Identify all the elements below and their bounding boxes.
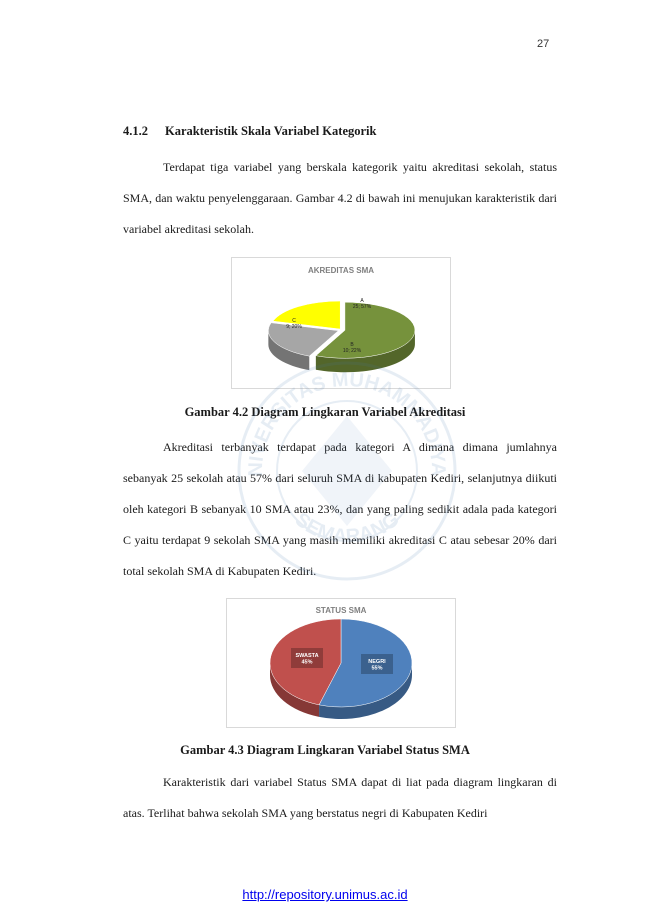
- repository-link[interactable]: http://repository.unimus.ac.id: [242, 887, 408, 902]
- paragraph-intro-text: Terdapat tiga variabel yang berskala kat…: [123, 160, 557, 236]
- pie-slice-side: [268, 330, 310, 371]
- section-number: 4.1.2: [123, 124, 148, 138]
- data-label-box: [291, 648, 323, 668]
- paragraph-status: Karakteristik dari variabel Status SMA d…: [123, 767, 557, 829]
- figure-caption-4-2: Gambar 4.2 Diagram Lingkaran Variabel Ak…: [184, 405, 466, 419]
- paragraph-status-text: Karakteristik dari variabel Status SMA d…: [123, 775, 557, 820]
- pie-slice-b: [268, 322, 339, 357]
- figure-caption-4-3: Gambar 4.3 Diagram Lingkaran Variabel St…: [180, 743, 470, 757]
- page-number: 27: [537, 38, 550, 50]
- pie-slice-side: [319, 663, 412, 719]
- pie-slice-side: [270, 663, 320, 717]
- paragraph-akreditasi-text: Akreditasi terbanyak terdapat pada kateg…: [123, 440, 557, 578]
- paragraph-akreditasi: Akreditasi terbanyak terdapat pada kateg…: [123, 432, 557, 587]
- chart-title: STATUS SMA: [315, 606, 367, 615]
- pie-slice-a: [315, 302, 416, 359]
- pie-slice-c: [272, 300, 341, 330]
- paragraph-intro: Terdapat tiga variabel yang berskala kat…: [123, 152, 557, 245]
- pie-slice-side: [315, 330, 415, 373]
- data-label-box: [361, 654, 393, 674]
- chart-title: AKREDITAS SMA: [307, 266, 375, 275]
- section-title: Karakteristik Skala Variabel Kategorik: [165, 124, 377, 138]
- section-heading: 4.1.2 Karakteristik Skala Variabel Katego…: [123, 124, 376, 139]
